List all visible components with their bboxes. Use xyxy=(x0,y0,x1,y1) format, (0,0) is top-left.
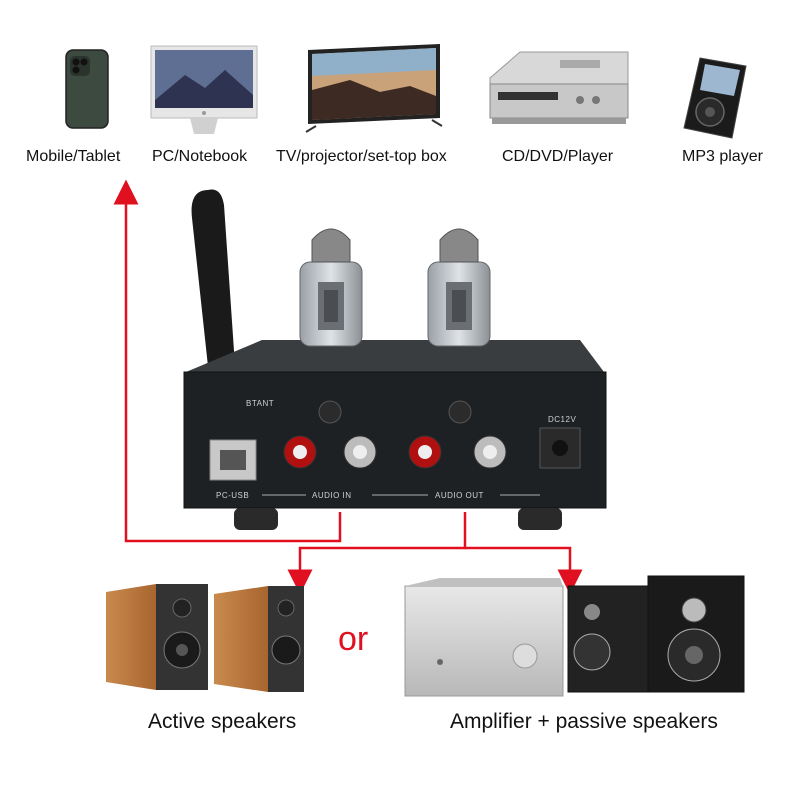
smartphone-icon xyxy=(65,49,109,129)
rca-jack-in-red xyxy=(283,435,317,469)
passive-speakers-label: Amplifier + passive speakers xyxy=(450,710,718,733)
source-label-cd: CD/DVD/Player xyxy=(502,148,614,165)
input-arrow xyxy=(113,179,342,543)
passive-speakers xyxy=(567,575,745,693)
source-label-mobile: Mobile/Tablet xyxy=(26,148,121,165)
connection-arrows xyxy=(113,179,583,595)
monitor-icon xyxy=(150,45,258,134)
tv-icon xyxy=(305,44,443,133)
source-label-pc: PC/Notebook xyxy=(152,148,248,165)
label-audio-out: AUDIO OUT xyxy=(435,491,484,500)
active-speaker-arrow xyxy=(287,512,467,595)
rca-jack-in-white xyxy=(343,435,377,469)
active-speakers-label: Active speakers xyxy=(148,710,297,733)
passive-speaker-arrow xyxy=(465,546,583,595)
vacuum-tube-left xyxy=(299,228,363,347)
rca-jack-out-red xyxy=(408,435,442,469)
cd-player-icon xyxy=(489,51,629,124)
source-label-mp3: MP3 player xyxy=(682,148,763,165)
rca-jack-out-white xyxy=(473,435,507,469)
label-pc-usb: PC-USB xyxy=(216,491,249,500)
label-btant: BTANT xyxy=(246,399,274,408)
label-dc12v: DC12V xyxy=(548,415,576,424)
vacuum-tube-right xyxy=(427,228,491,347)
label-audio-in: AUDIO IN xyxy=(312,491,352,500)
active-speakers xyxy=(106,584,304,692)
passive-amplifier xyxy=(404,578,564,697)
source-label-tv: TV/projector/set-top box xyxy=(276,148,447,165)
tube-amplifier: BTANT DC12V PC-USB AUDIO IN AUDIO OUT xyxy=(183,189,607,530)
mp3-player-icon xyxy=(683,57,747,139)
or-label: or xyxy=(338,620,369,658)
